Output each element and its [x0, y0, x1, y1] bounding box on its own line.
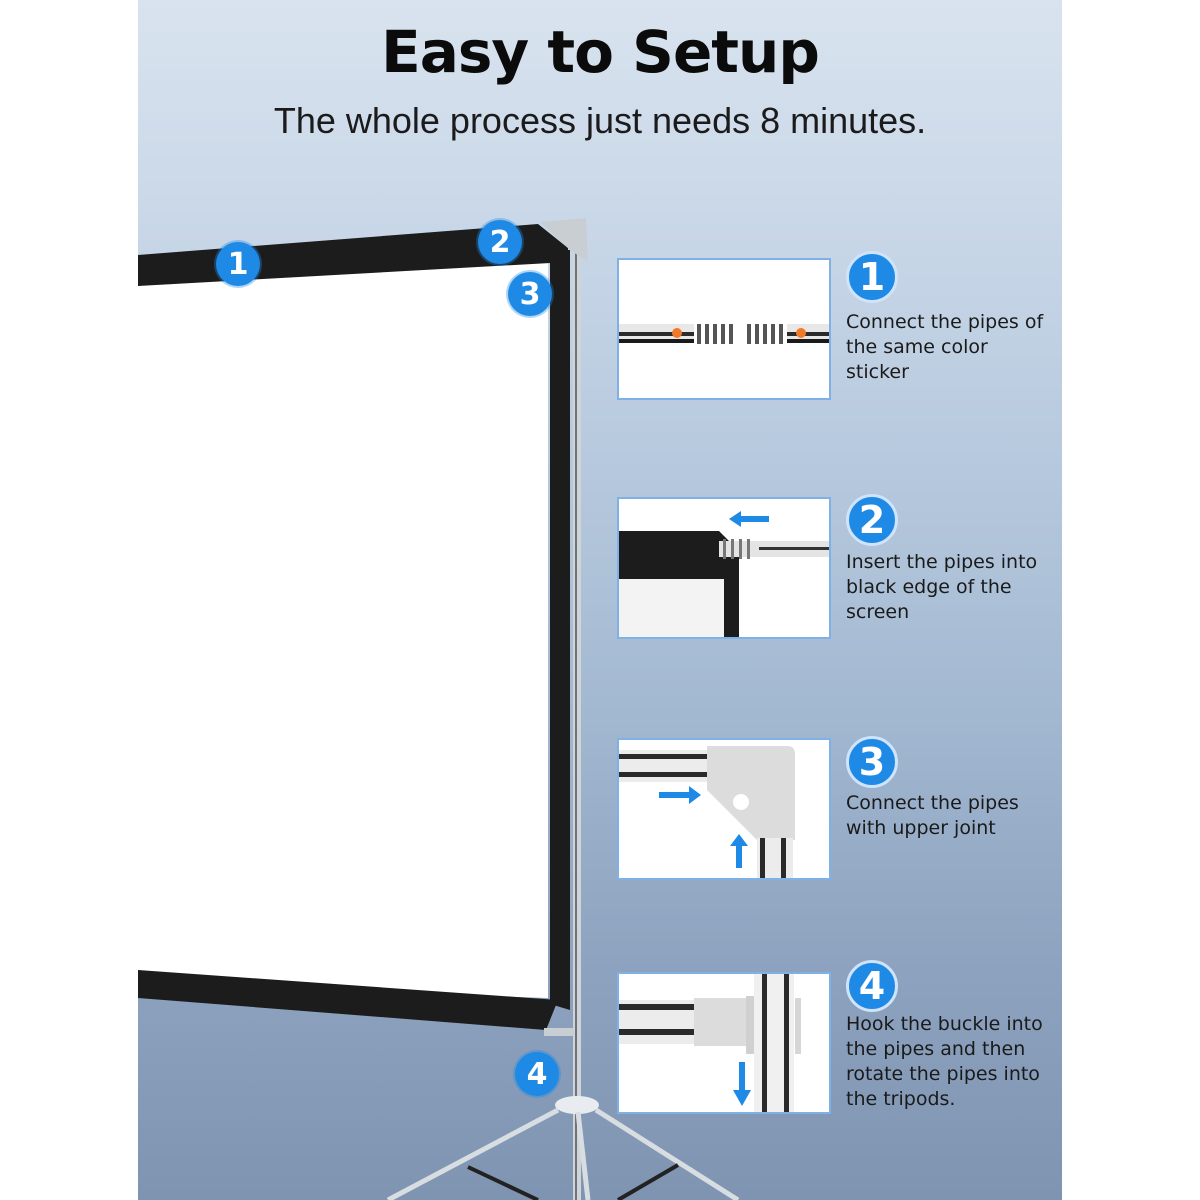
upper-joint-icon	[619, 746, 795, 878]
step-4-number: 4	[846, 960, 898, 1012]
step-3-text: Connect the pipes with upper joint	[846, 792, 1019, 839]
step-1-image	[617, 258, 831, 400]
step-4-image	[617, 972, 831, 1114]
orange-sticker-icon	[672, 328, 682, 338]
pipe-into-edge-icon	[619, 511, 829, 637]
page-title: Easy to Setup	[381, 18, 820, 86]
step-1-text: Connect the pipes of the same color stic…	[846, 311, 1044, 383]
step-3-number: 3	[846, 736, 898, 788]
arrow-down-icon	[733, 1062, 751, 1106]
orange-sticker-icon	[796, 328, 806, 338]
arrow-right-icon	[659, 786, 701, 804]
marker-badge-1: 1	[216, 242, 260, 286]
step-1-number: 1	[846, 251, 898, 303]
marker-badge-3: 3	[508, 272, 552, 316]
page-subtitle: The whole process just needs 8 minutes.	[273, 100, 927, 141]
arrow-left-icon	[729, 511, 769, 527]
arrow-up-icon	[730, 834, 748, 868]
projector-screen-illustration	[138, 218, 740, 1200]
infographic-panel: 1 2 3 4 Easy to Setup The whole process …	[138, 0, 1062, 1200]
marker-badge-4: 4	[515, 1052, 559, 1096]
marker-badge-2: 2	[478, 220, 522, 264]
step-3-image	[617, 738, 831, 880]
buckle-hook-icon	[619, 974, 801, 1112]
step-4-text: Hook the buckle into the pipes and then …	[846, 1013, 1043, 1110]
step-2-number: 2	[846, 494, 898, 546]
step-2-image	[617, 497, 831, 639]
pipe-connection-icon	[619, 324, 829, 344]
step-2-text: Insert the pipes into black edge of the …	[846, 551, 1038, 623]
